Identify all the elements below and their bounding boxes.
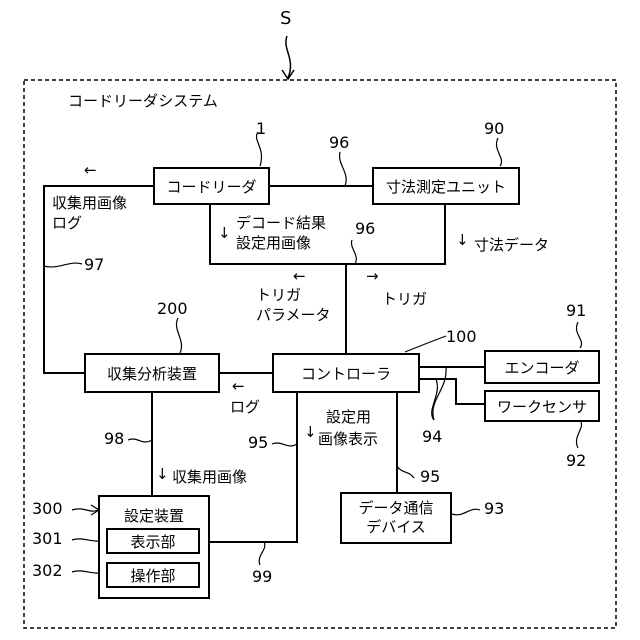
leader-99 (259, 542, 265, 565)
controller-box: コントローラ (272, 353, 420, 393)
leader-98 (128, 439, 152, 442)
ref-96a: 96 (329, 134, 349, 152)
left-arrow-icon: ← (293, 268, 306, 284)
ref-302: 302 (32, 562, 63, 580)
display-box: 表示部 (106, 528, 200, 554)
ref-91: 91 (566, 302, 586, 320)
label-log: ログ (230, 398, 260, 416)
s-leader-arrow (282, 70, 294, 79)
ref-200: 200 (157, 300, 188, 318)
label-setting-display-2: 画像表示 (318, 430, 378, 448)
line-controller-worksensor (420, 379, 484, 404)
dimension-unit-box: 寸法測定ユニット (372, 167, 520, 205)
leader-96a (340, 152, 347, 186)
ref-95b: 95 (420, 468, 440, 486)
ref-93: 93 (484, 500, 504, 518)
label-collect-image-log-2: ログ (52, 214, 82, 232)
data-comm-line2: デバイス (366, 518, 426, 537)
label-trigger-param-2: パラメータ (256, 306, 331, 324)
ref-97: 97 (84, 256, 104, 274)
collect-analysis-box: 収集分析装置 (84, 353, 220, 393)
leader-96b (351, 240, 356, 264)
right-arrow-icon: → (366, 268, 379, 284)
leader-93 (452, 509, 480, 515)
leader-94b (433, 367, 446, 420)
ref-96b: 96 (355, 220, 375, 238)
left-arrow-icon: ← (84, 162, 97, 178)
code-reader-box: コードリーダ (153, 167, 270, 205)
leader-97 (44, 263, 82, 267)
label-collect-image-log-1: 収集用画像 (52, 194, 127, 212)
leader-200 (176, 318, 181, 353)
ref-90: 90 (484, 120, 504, 138)
leader-92 (576, 420, 581, 448)
leader-300 (72, 509, 98, 511)
leader-90 (496, 138, 501, 166)
leader-95b (397, 466, 414, 478)
left-arrow-icon: ← (232, 378, 245, 394)
system-title: コードリーダシステム (68, 92, 218, 110)
leader-95a (272, 443, 297, 446)
data-comm-box: データ通信 デバイス (340, 492, 452, 544)
label-decode-result: デコード結果 (236, 214, 326, 232)
ref-95a: 95 (248, 434, 268, 452)
ref-98: 98 (104, 430, 124, 448)
ref-1: 1 (256, 120, 266, 138)
leader-100 (405, 336, 446, 352)
label-setting-image: 設定用画像 (236, 234, 311, 252)
label-collect-image: 収集用画像 (172, 468, 247, 486)
leader-91 (576, 322, 581, 348)
ref-99: 99 (252, 568, 272, 586)
s-leader (286, 36, 291, 78)
label-trigger-param-1: トリガ (256, 286, 301, 304)
ref-100: 100 (446, 328, 477, 346)
label-setting-display-1: 設定用 (326, 408, 371, 426)
ref-300: 300 (32, 500, 63, 518)
ref-92: 92 (566, 452, 586, 470)
ref-301: 301 (32, 530, 63, 548)
setting-device-title: 設定装置 (124, 505, 184, 526)
work-sensor-box: ワークセンサ (484, 390, 600, 422)
label-trigger: トリガ (382, 290, 427, 308)
encoder-box: エンコーダ (484, 350, 600, 384)
down-arrow-icon: ↓ (156, 466, 169, 482)
down-arrow-icon: ↓ (456, 232, 469, 248)
down-arrow-icon: ↓ (218, 225, 231, 241)
down-arrow-icon: ↓ (304, 424, 317, 440)
data-comm-line1: データ通信 (358, 499, 433, 518)
operation-box: 操作部 (106, 562, 200, 588)
label-dimension-data: 寸法データ (474, 236, 549, 254)
ref-94: 94 (422, 428, 442, 446)
system-symbol: S (280, 10, 291, 28)
